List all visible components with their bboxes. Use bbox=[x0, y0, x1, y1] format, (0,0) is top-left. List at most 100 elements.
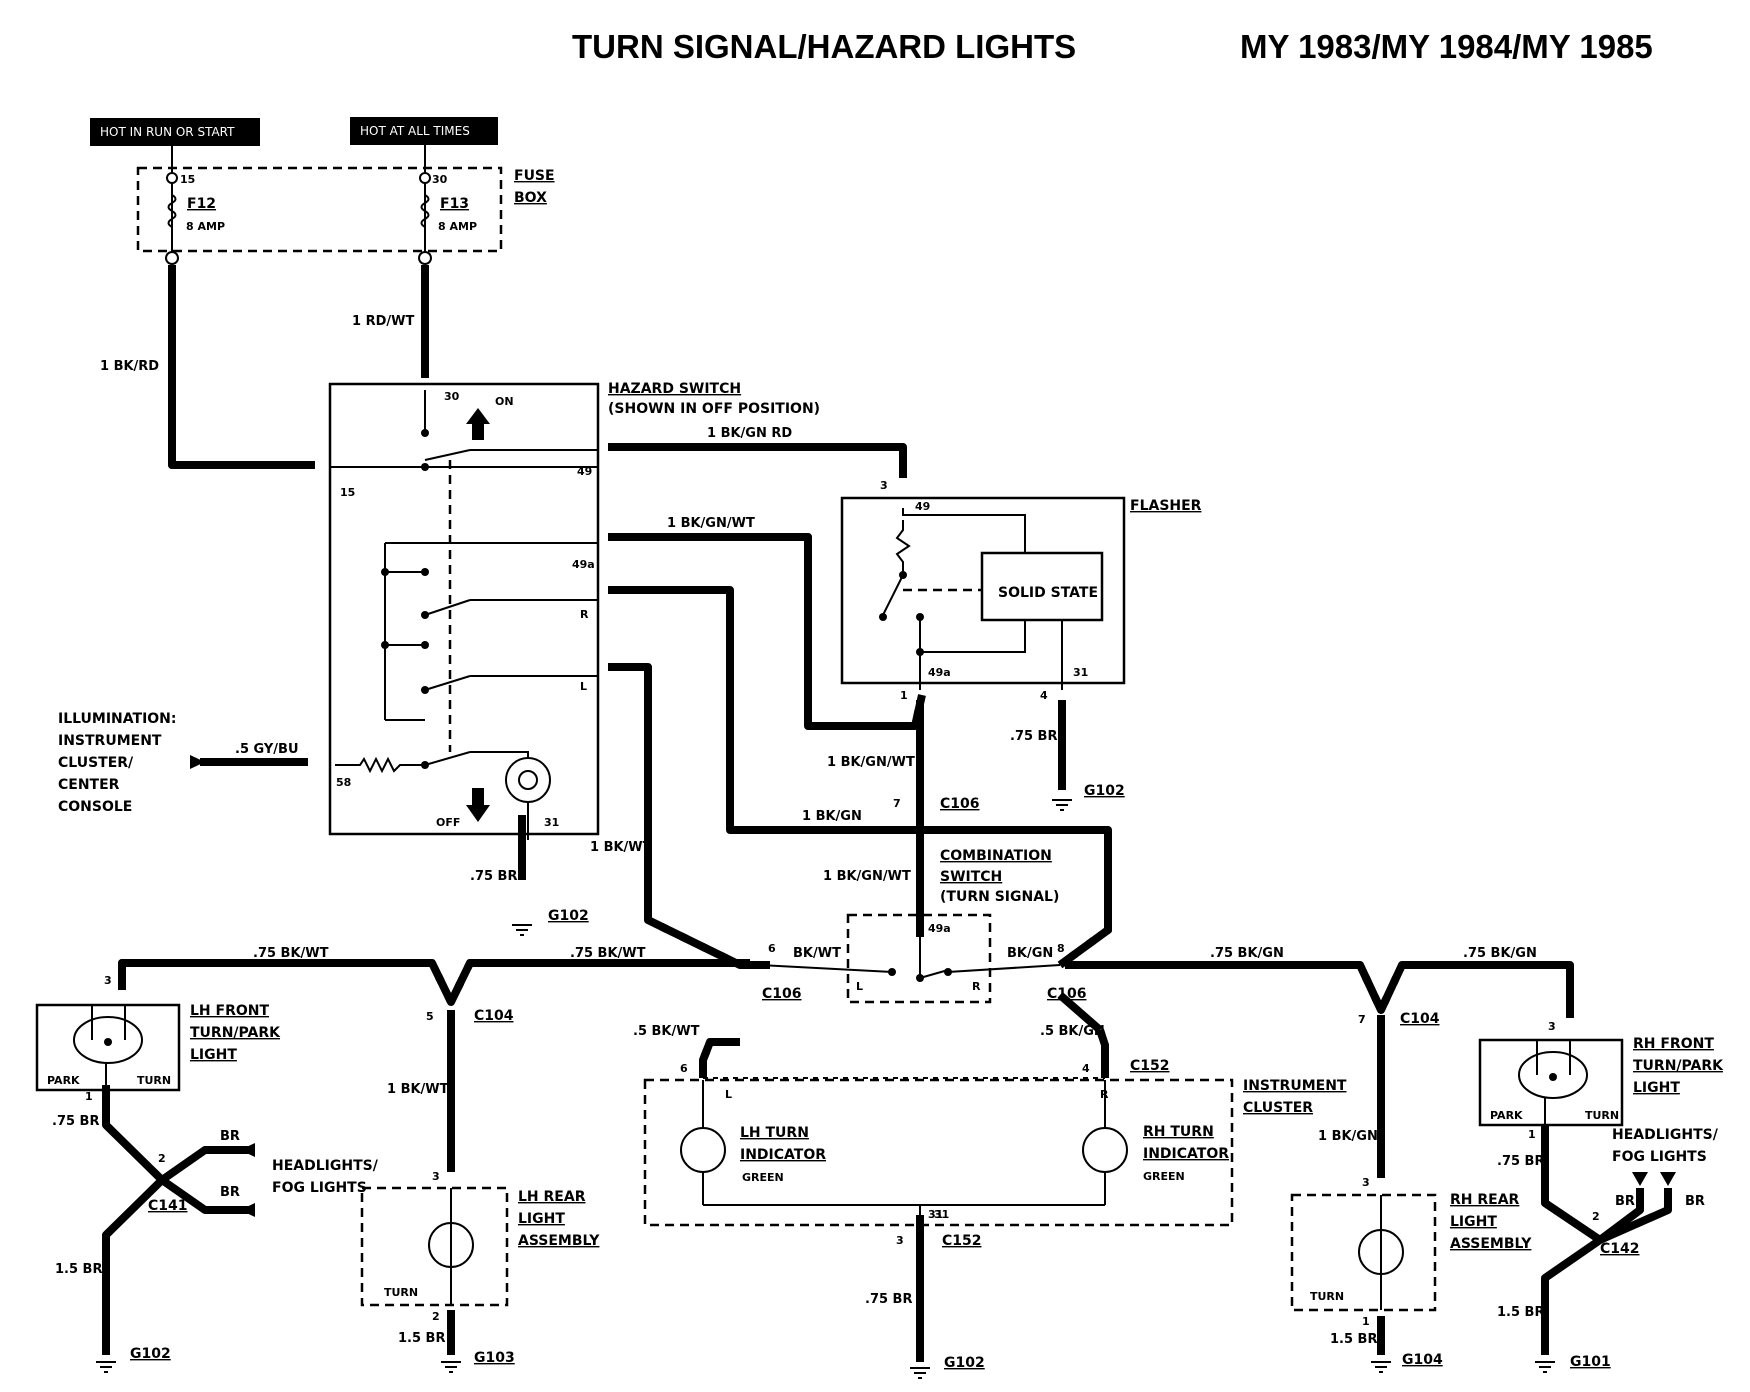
rh-turn-indicator-1: RH TURN bbox=[1143, 1124, 1214, 1140]
pin-1-lh-front: 1 bbox=[85, 1090, 93, 1103]
f12-rating: 8 AMP bbox=[186, 220, 225, 233]
rh-rear-label-3: ASSEMBLY bbox=[1450, 1236, 1532, 1252]
c152-top: C152 bbox=[1130, 1058, 1170, 1074]
flasher-t49a: 49a bbox=[928, 666, 951, 679]
illumination-line-4: CENTER bbox=[58, 777, 120, 793]
headlights-left-2: FOG LIGHTS bbox=[272, 1180, 367, 1196]
wire-bk-gn-wt-top: 1 BK/GN/WT bbox=[667, 516, 755, 531]
c152-bottom: C152 bbox=[942, 1233, 982, 1249]
illumination-line-3: CLUSTER/ bbox=[58, 755, 134, 771]
ground-g102-d bbox=[910, 1367, 930, 1379]
hazard-t30: 30 bbox=[444, 390, 460, 403]
wire-bk-gn-75-left: .75 BK/GN bbox=[1210, 946, 1284, 961]
lh-rear-lamp: TURN LH REAR LIGHT ASSEMBLY bbox=[360, 1186, 600, 1307]
cluster-t31: 31 bbox=[934, 1208, 949, 1221]
f13-name: F13 bbox=[440, 196, 469, 212]
wire-labels: 1 BK/RD 1 RD/WT 1 BK/GN RD 1 BK/GN/WT 1 … bbox=[52, 314, 1705, 1347]
hazard-t31: 31 bbox=[544, 816, 559, 829]
lh-turn-indicator-2: INDICATOR bbox=[740, 1147, 826, 1163]
pin-8-c106: 8 bbox=[1057, 942, 1065, 955]
power-tag-run-start: HOT IN RUN OR START bbox=[90, 118, 260, 146]
wire-br-15-rh-rear: 1.5 BR bbox=[1330, 1332, 1377, 1347]
wire-br-15-lh-rear: 1.5 BR bbox=[398, 1331, 445, 1346]
wire-br-lh-front: .75 BR bbox=[52, 1114, 99, 1129]
rh-front-label-2: TURN/PARK bbox=[1633, 1058, 1724, 1074]
wire-bk-gn-wt-low: 1 BK/GN/WT bbox=[823, 869, 911, 884]
f13-terminal: 30 bbox=[432, 173, 448, 186]
lh-rear-label-3: ASSEMBLY bbox=[518, 1233, 600, 1249]
g102-flasher: G102 bbox=[1084, 783, 1125, 799]
pin-labels: 7 6 8 3 5 6 4 7 3 1 2 3 2 3 1 1 2 3 31 bbox=[85, 797, 1600, 1328]
hazard-t49a: 49a bbox=[572, 558, 595, 571]
wire-br-flasher: .75 BR bbox=[1010, 729, 1057, 744]
wire-br-hazard: .75 BR bbox=[470, 869, 517, 884]
lh-front-label-3: LIGHT bbox=[190, 1047, 237, 1063]
wire-gy-bu: .5 GY/BU bbox=[235, 742, 299, 757]
lh-front-park: PARK bbox=[47, 1074, 80, 1087]
hazard-tR: R bbox=[580, 608, 589, 621]
wire-br-15-lh-front: 1.5 BR bbox=[55, 1262, 102, 1277]
combination-subtitle: (TURN SIGNAL) bbox=[940, 889, 1059, 905]
flasher-pin4: 4 bbox=[1040, 689, 1048, 702]
ground-g104 bbox=[1371, 1361, 1391, 1373]
pin-3-rh-front: 3 bbox=[1548, 1020, 1556, 1033]
flasher-solid-state: SOLID STATE bbox=[998, 585, 1098, 601]
power-tag-run-start-label: HOT IN RUN OR START bbox=[100, 125, 235, 139]
rh-front-label-1: RH FRONT bbox=[1633, 1036, 1714, 1052]
g102-cluster: G102 bbox=[944, 1355, 985, 1371]
c106-left: C106 bbox=[762, 986, 802, 1002]
ground-g102-a bbox=[512, 924, 532, 936]
hazard-tL: L bbox=[580, 680, 587, 693]
power-tag-always: HOT AT ALL TIMES bbox=[350, 117, 498, 145]
pin-2-lh-rear: 2 bbox=[432, 1310, 440, 1323]
pin-4-cluster: 4 bbox=[1082, 1062, 1090, 1075]
combination-switch: 49a L R COMBINATION SWITCH (TURN SIGNAL) bbox=[759, 848, 1061, 1004]
fuse-box-label-2: BOX bbox=[514, 190, 547, 206]
hazard-off: OFF bbox=[436, 816, 460, 829]
wire-bk-rd: 1 BK/RD bbox=[100, 359, 159, 374]
combination-t49a: 49a bbox=[928, 922, 951, 935]
flasher-title: FLASHER bbox=[1130, 498, 1202, 514]
wire-bk-wt-75-left: .75 BK/WT bbox=[253, 946, 329, 961]
wire-br-lh-hl-1: BR bbox=[220, 1129, 240, 1144]
lh-turn-green: GREEN bbox=[742, 1171, 784, 1184]
wire-bk-gn-5: .5 BK/GN bbox=[1040, 1024, 1105, 1039]
illumination-line-2: INSTRUMENT bbox=[58, 733, 162, 749]
pin-5-c104: 5 bbox=[426, 1010, 434, 1023]
combination-R: R bbox=[972, 980, 981, 993]
pin-6-cluster: 6 bbox=[680, 1062, 688, 1075]
wire-br-15-rh-front: 1.5 BR bbox=[1497, 1305, 1544, 1320]
ground-g101 bbox=[1535, 1361, 1555, 1373]
lh-front-label-1: LH FRONT bbox=[190, 1003, 269, 1019]
pin-2-c142: 2 bbox=[1592, 1210, 1600, 1223]
illumination-line-5: CONSOLE bbox=[58, 799, 132, 815]
headlights-left-1: HEADLIGHTS/ bbox=[272, 1158, 379, 1174]
hazard-switch: ON OFF 30 15 49 49a R L 58 31 HAZARD SWI… bbox=[328, 381, 820, 840]
ground-symbols bbox=[96, 799, 1555, 1379]
flasher-pin3: 3 bbox=[880, 479, 888, 492]
wire-bk-gn-rh-rear: 1 BK/GN bbox=[1318, 1129, 1378, 1144]
flasher-t49: 49 bbox=[915, 500, 930, 513]
lh-rear-turn: TURN bbox=[384, 1286, 418, 1299]
c106-top: C106 bbox=[940, 796, 980, 812]
ground-g102-c bbox=[96, 1361, 116, 1373]
pin-3-c152: 3 bbox=[896, 1234, 904, 1247]
g102-lh-front: G102 bbox=[130, 1346, 171, 1362]
flasher-pin1: 1 bbox=[900, 689, 908, 702]
flasher-t31: 31 bbox=[1073, 666, 1088, 679]
headlights-right-1: HEADLIGHTS/ bbox=[1612, 1127, 1719, 1143]
lh-front-turn: TURN bbox=[137, 1074, 171, 1087]
wire-bk-gn: 1 BK/GN bbox=[802, 809, 862, 824]
combination-title-1: COMBINATION bbox=[940, 848, 1052, 864]
wire-bk-wt-s: BK/WT bbox=[793, 946, 841, 961]
lh-turn-indicator-1: LH TURN bbox=[740, 1125, 809, 1141]
combination-title-2: SWITCH bbox=[940, 869, 1002, 885]
model-years: MY 1983/MY 1984/MY 1985 bbox=[1240, 28, 1653, 65]
c106-right: C106 bbox=[1047, 986, 1087, 1002]
g103: G103 bbox=[474, 1350, 515, 1366]
wire-bk-gn-75-right: .75 BK/GN bbox=[1463, 946, 1537, 961]
rh-turn-indicator-2: INDICATOR bbox=[1143, 1146, 1229, 1162]
hazard-t58: 58 bbox=[336, 776, 351, 789]
power-tag-always-label: HOT AT ALL TIMES bbox=[360, 124, 470, 138]
fuse-box-label-1: FUSE bbox=[514, 168, 555, 184]
